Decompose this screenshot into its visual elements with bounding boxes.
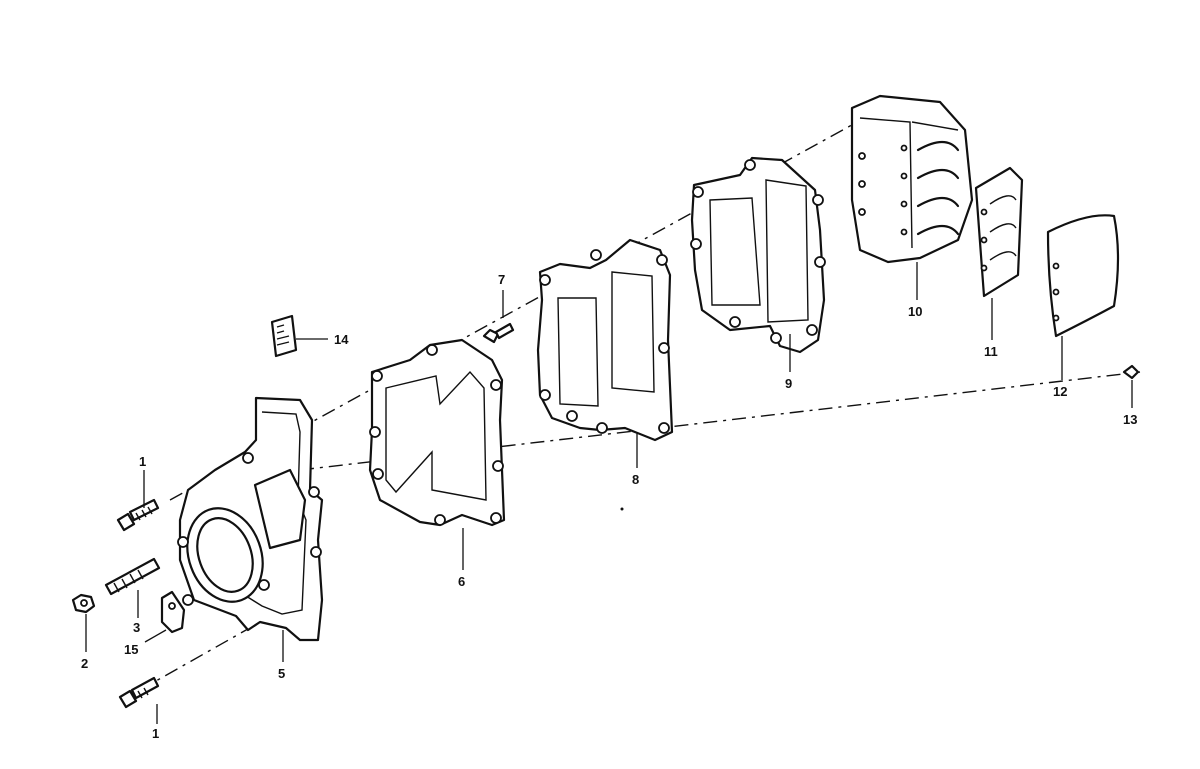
callout-1-lower: 1	[152, 726, 159, 741]
part-5-adapter-housing	[177, 396, 324, 642]
callout-2: 2	[81, 656, 88, 671]
part-3-stud	[104, 557, 161, 596]
centerline-bottom-screw	[139, 624, 256, 691]
callout-1-upper: 1	[139, 454, 146, 469]
callout-13: 13	[1123, 412, 1137, 427]
part-11-reed	[974, 166, 1024, 298]
part-1-screw-upper	[116, 498, 160, 532]
part-13-screw	[1122, 364, 1140, 380]
callout-9: 9	[785, 376, 792, 391]
callout-3: 3	[133, 620, 140, 635]
centerline-upper	[169, 114, 871, 501]
callout-7: 7	[498, 272, 505, 287]
callout-8: 8	[632, 472, 639, 487]
part-10-reed-block	[850, 94, 974, 264]
leader-lines	[85, 262, 1133, 724]
callout-10: 10	[908, 304, 922, 319]
callout-15: 15	[124, 642, 138, 657]
speck-mark	[620, 507, 624, 511]
part-2-nut	[71, 593, 96, 614]
callout-6: 6	[458, 574, 465, 589]
part-1-screw-lower	[118, 676, 160, 709]
callout-labels: 1 2 3 15 5 14 6 7 8 9 10 11 12 13 1	[81, 272, 1137, 741]
centerline-lower	[299, 371, 1141, 471]
part-6-gasket	[368, 338, 506, 527]
callout-5: 5	[278, 666, 285, 681]
callout-11: 11	[984, 344, 998, 359]
callout-14: 14	[334, 332, 349, 347]
assembly-centerlines	[139, 114, 1141, 691]
part-8-plate	[536, 238, 674, 442]
callout-12: 12	[1053, 384, 1067, 399]
part-12-reed-stop	[1046, 214, 1120, 338]
part-15-clip	[160, 590, 186, 634]
part-9-gasket	[690, 156, 826, 354]
part-14-decal	[270, 314, 298, 358]
part-7-screw	[482, 322, 515, 344]
